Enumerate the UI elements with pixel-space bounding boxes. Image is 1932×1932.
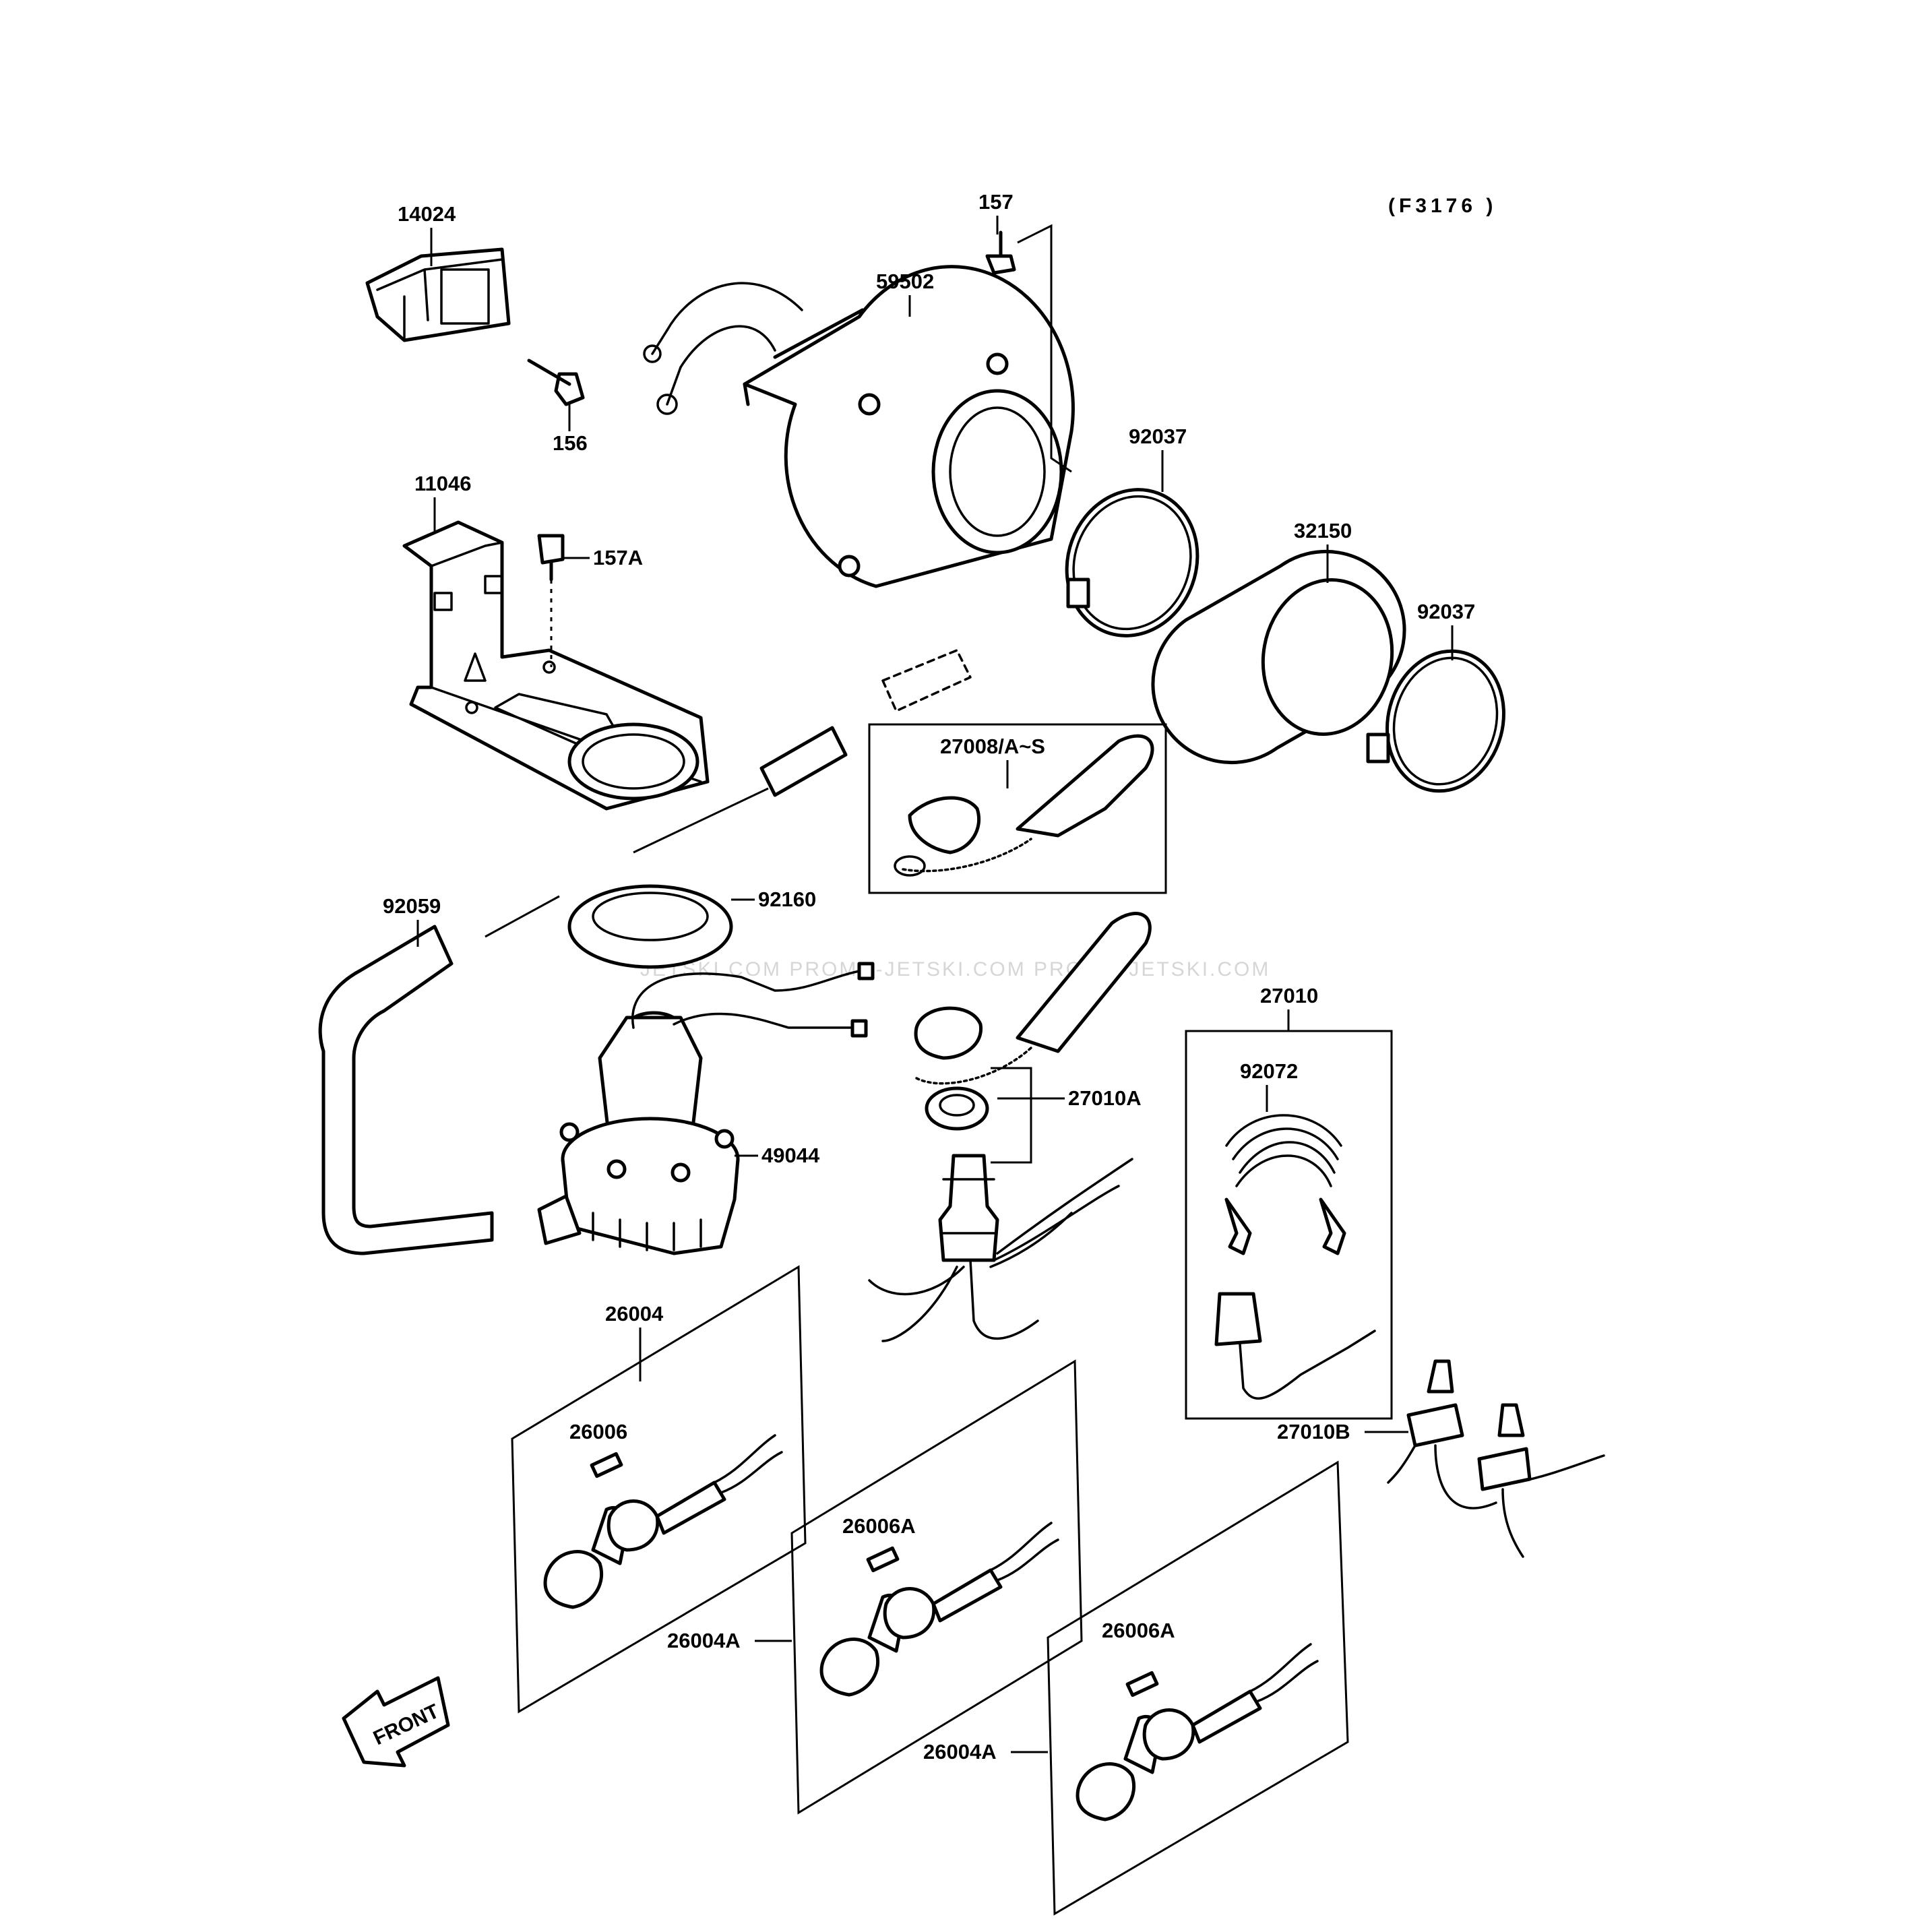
box-27010 (1185, 1030, 1393, 1420)
label-157: 157 (978, 190, 1014, 214)
box-26004A-middle (790, 1359, 1083, 1815)
label-59502: 59502 (876, 270, 934, 293)
label-157A: 157A (593, 546, 643, 569)
clamp-92037-lower (1366, 649, 1505, 793)
screw-157 (985, 230, 1016, 275)
label-26004A-middle: 26004A (667, 1629, 741, 1652)
label-92037-upper: 92037 (1129, 425, 1187, 448)
bracket-11046 (402, 520, 710, 811)
cover-14024 (365, 247, 511, 342)
stop-switch-27010A (868, 912, 1152, 1342)
bolt-156 (527, 359, 585, 406)
label-27008: 27008/A~S (940, 735, 1045, 758)
box-26004 (511, 1265, 807, 1714)
hose-92059 (318, 895, 560, 1255)
label-26006A-lower: 26006A (1102, 1619, 1175, 1642)
label-32150: 32150 (1294, 519, 1352, 542)
box-27008 (868, 723, 1167, 894)
hose-32150 (1151, 549, 1406, 765)
label-26006: 26006 (569, 1420, 627, 1443)
label-92059: 92059 (383, 894, 441, 918)
label-92037-lower: 92037 (1417, 600, 1475, 623)
label-92072: 92072 (1240, 1059, 1298, 1083)
label-27010: 27010 (1260, 984, 1318, 1007)
front-direction-arrow: FRONT (342, 1676, 450, 1768)
clamp-92037-upper (1065, 488, 1199, 637)
label-92160: 92160 (758, 887, 816, 911)
label-14024: 14024 (398, 202, 456, 226)
diagram-reference-code: (F3176 ) (1388, 195, 1497, 217)
blower-59502 (643, 265, 1075, 588)
pump-49044 (537, 962, 875, 1255)
label-26004A-lower: 26004A (923, 1740, 997, 1764)
switch-27010B (1387, 1359, 1605, 1558)
label-49044: 49044 (761, 1144, 820, 1167)
bolt-157A (537, 534, 565, 667)
seal-92160 (567, 884, 733, 969)
connector-dashed (881, 649, 972, 712)
label-26004: 26004 (605, 1302, 664, 1326)
label-27010B: 27010B (1277, 1420, 1350, 1443)
connector-tube (633, 726, 848, 854)
label-27010A: 27010A (1068, 1086, 1142, 1110)
label-156: 156 (553, 431, 588, 455)
label-11046: 11046 (414, 472, 472, 495)
box-26004A-lower (1047, 1460, 1349, 1916)
watermark-text: JETSKI.COM PROMO-JETSKI.COM PROMO-JETSKI… (640, 958, 1270, 980)
label-26006A-middle: 26006A (842, 1514, 916, 1538)
